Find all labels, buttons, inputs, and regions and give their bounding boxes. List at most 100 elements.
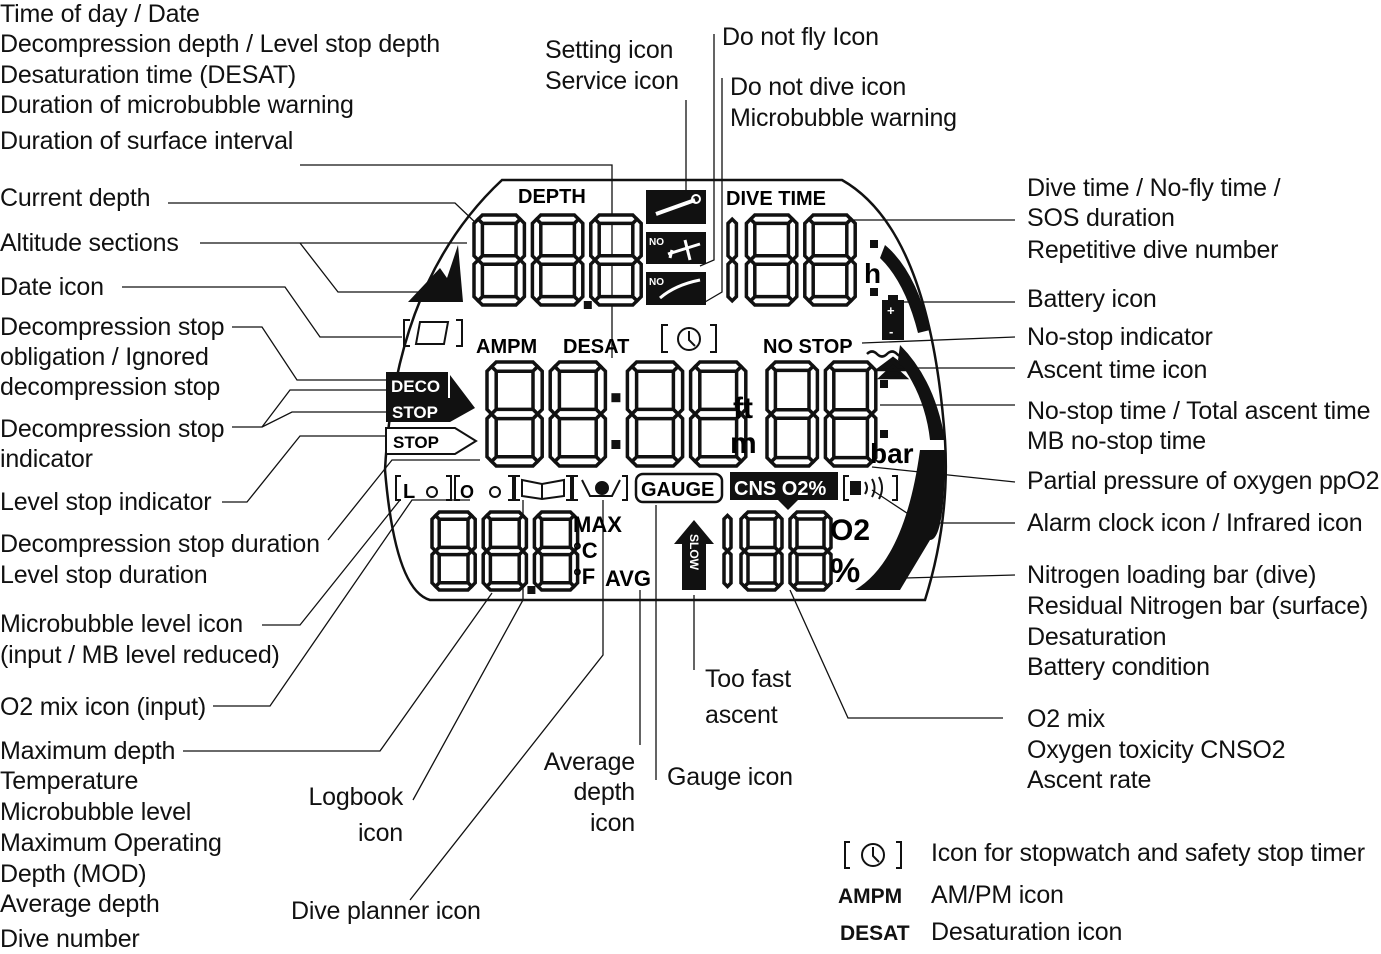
- o2-digits-segment: [791, 510, 830, 521]
- leader-o2-right: [789, 589, 1003, 719]
- dive-time-digits-segment: [726, 257, 739, 304]
- dive-time-digits-segment: [845, 216, 857, 263]
- o2-digits-segment: [722, 513, 733, 554]
- dive-planner-icon: [572, 475, 628, 501]
- max-depth-digits-segment: [433, 581, 475, 592]
- no-stop-digits-segment: [807, 363, 820, 417]
- nitrogen-loading-bar: [855, 245, 945, 590]
- dive-time-digits-segment: [786, 257, 799, 304]
- no-stop-digits-segment: [827, 360, 875, 373]
- o2-digits-segment: [791, 545, 830, 557]
- slow-ascent-icon: [674, 520, 714, 590]
- leader-dive-planner: [409, 500, 604, 901]
- dive-time-digits-segment: [786, 216, 799, 263]
- label-dive-time-3: Repetitive dive number: [1027, 236, 1279, 264]
- max-depth-digits-segment: [532, 513, 544, 554]
- label-mod-1: Maximum Operating: [0, 829, 222, 857]
- level-stop-icon: [395, 475, 452, 501]
- max-depth-digits-segment: [430, 548, 441, 589]
- time-digits-segment: [485, 411, 498, 464]
- max-depth-digits-segment: [433, 510, 475, 521]
- label-deco-indicator-1: Decompression stop: [0, 415, 225, 443]
- label-dive-time-1: Dive time / No-fly time /: [1027, 174, 1281, 202]
- max-depth-digits-segment: [484, 545, 526, 557]
- time-digits-digit: [625, 360, 685, 468]
- label-max-depth: Maximum depth: [0, 737, 176, 765]
- max-depth-digits-segment: [535, 510, 577, 521]
- label-level-stop-indicator: Level stop indicator: [0, 488, 212, 516]
- max-depth-digits-segment: [532, 548, 544, 589]
- stopwatch-icon: [661, 324, 717, 353]
- dive-time-digits-segment: [744, 257, 757, 304]
- time-digits-segment: [489, 407, 541, 421]
- svg-text:NO: NO: [649, 237, 664, 248]
- time-digits-segment: [485, 364, 498, 417]
- o2-digits-segment: [742, 545, 781, 557]
- label-average-depth: Average depth: [0, 890, 160, 918]
- label-deco-duration: Decompression stop duration: [0, 530, 320, 558]
- max-depth-digits-digit: [481, 510, 529, 592]
- max-depth-digits-segment: [481, 548, 493, 589]
- label-nitrogen-4: Battery condition: [1027, 653, 1210, 681]
- no-dive-icon: NO: [646, 272, 706, 305]
- label-o2-1: O2 mix: [1027, 705, 1105, 733]
- label-deco-indicator-2: indicator: [0, 445, 93, 473]
- time-digits-segment: [552, 407, 604, 421]
- dive-time-digits-digit: [744, 213, 799, 307]
- time-digits-digit: [485, 360, 544, 468]
- legend-ampm-text: AM/PM icon: [931, 881, 1064, 909]
- label-mod-2: Depth (MOD): [0, 860, 147, 888]
- label-o2-3: Ascent rate: [1027, 766, 1152, 794]
- o2-digits-digit: [739, 510, 784, 592]
- legend-ampm-symbol: AMPM: [838, 885, 903, 908]
- dive-time-digits-segment: [748, 254, 796, 266]
- time-digits-colon: [611, 393, 621, 403]
- label-no-stop-time-1: No-stop time / Total ascent time: [1027, 397, 1371, 425]
- label-deco-depth: Decompression depth / Level stop depth: [0, 30, 440, 58]
- depth-digits-segment: [572, 216, 585, 263]
- depth-digits-segment: [534, 254, 582, 266]
- max-depth-digits-segment: [484, 581, 526, 592]
- depth-digits-digit: [472, 213, 527, 307]
- leader-mb-level: [262, 499, 401, 626]
- leader-deco-indicator: [232, 389, 386, 428]
- dive-time-digits-segment: [806, 213, 854, 226]
- label-too-fast-2: ascent: [705, 701, 778, 729]
- svg-text:NO: NO: [649, 277, 664, 288]
- o2-digits-segment: [773, 513, 784, 554]
- max-depth-digits-segment: [481, 513, 493, 554]
- label-o2-mix-icon: O2 mix icon (input): [0, 693, 206, 721]
- lcd-ampm: AMPM: [476, 336, 537, 358]
- label-too-fast-1: Too fast: [705, 665, 791, 693]
- legend-stopwatch-text: Icon for stopwatch and safety stop timer: [931, 839, 1365, 867]
- label-dive-number: Dive number: [0, 925, 140, 953]
- time-digits-segment: [629, 360, 681, 373]
- time-digits-segment: [671, 364, 685, 417]
- no-stop-digits-segment: [807, 411, 820, 465]
- max-depth-digits-decimal-point: [527, 586, 536, 594]
- time-digits-segment: [552, 455, 604, 468]
- o2-digits-segment: [742, 581, 781, 592]
- time-digits-segment: [629, 455, 681, 468]
- o2-digits-segment: [742, 510, 781, 521]
- leader-no-stop-indicator: [861, 336, 1016, 344]
- label-nitrogen-1: Nitrogen loading bar (dive): [1027, 561, 1317, 589]
- o2-digits-digit: [788, 510, 833, 592]
- label-mb-level: Microbubble level: [0, 798, 192, 826]
- max-depth-digits-digit: [430, 510, 477, 592]
- leader-level-stop: [222, 435, 386, 503]
- label-ascent-time: Ascent time icon: [1027, 356, 1208, 384]
- label-desat-time: Desaturation time (DESAT): [0, 61, 297, 89]
- time-digits-segment: [489, 455, 541, 468]
- no-stop-digits-segment: [768, 360, 816, 373]
- leader-o2-mix-icon: [213, 499, 470, 707]
- dive-time-digits-digit: [726, 216, 739, 304]
- leader-altitude-2: [299, 242, 430, 293]
- label-nitrogen-2: Residual Nitrogen bar (surface): [1027, 592, 1369, 620]
- lcd-avg: AVG: [605, 566, 651, 591]
- label-do-not-dive: Do not dive icon: [730, 73, 907, 101]
- depth-digits-segment: [534, 294, 582, 307]
- depth-digits-segment: [530, 216, 543, 263]
- time-digits-segment: [548, 364, 562, 417]
- label-logbook-1: Logbook: [308, 783, 403, 811]
